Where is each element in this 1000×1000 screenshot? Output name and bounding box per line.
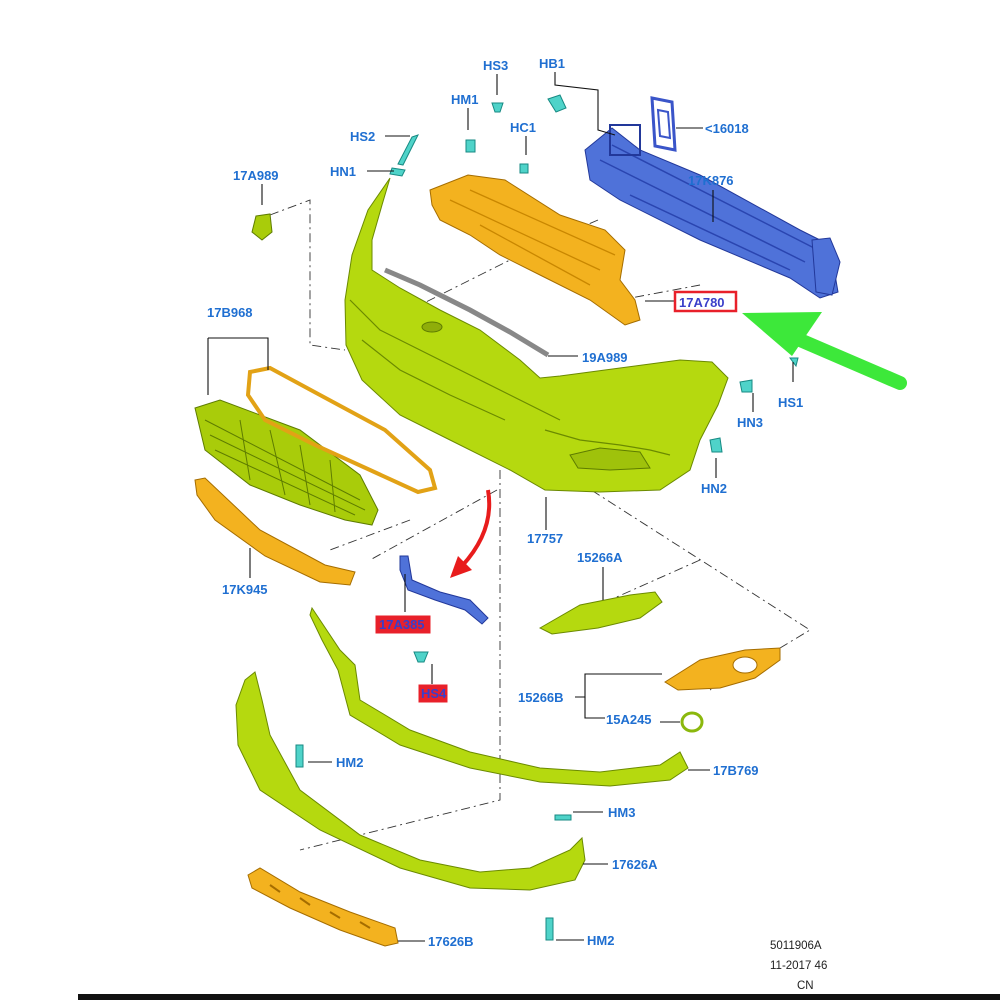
footer-date: 11-2017 46 (770, 960, 827, 972)
footer-code: 5011906A (770, 940, 822, 952)
label-hc1: HC1 (510, 120, 536, 135)
leader-lines (207, 72, 794, 942)
part-labels: HS3 HB1 HM1 HC1 HS2 HN1 <16018 17A989 17… (207, 56, 803, 949)
red-arrow (450, 489, 492, 578)
lower-valance (235, 671, 586, 891)
highlight-box-17a385 (375, 615, 431, 634)
lower-grille (194, 399, 379, 526)
label-hs4: HS4 (421, 686, 447, 701)
label-hm1: HM1 (451, 92, 478, 107)
label-15a245: 15A245 (606, 712, 652, 727)
label-19a989: 19A989 (582, 350, 628, 365)
highlight-box-17a780 (673, 290, 738, 313)
lower-spoiler (309, 606, 689, 787)
label-17a385: 17A385 (379, 617, 425, 632)
bracket-16018 (650, 96, 677, 152)
label-hn1: HN1 (330, 164, 356, 179)
fog-bezel-a (538, 591, 663, 635)
clip-hm3 (554, 814, 572, 821)
label-hs2: HS2 (350, 129, 375, 144)
footer-region: CN (797, 980, 814, 992)
label-hm2-bottom: HM2 (587, 933, 614, 948)
drawing-footer: 5011906A 11-2017 46 CN (770, 940, 827, 992)
label-hs1: HS1 (778, 395, 803, 410)
highlight-box-hs4 (418, 684, 448, 703)
label-17626b: 17626B (428, 934, 474, 949)
label-hs3: HS3 (483, 58, 508, 73)
label-hm2-top: HM2 (336, 755, 363, 770)
clip-hm2-top (295, 744, 304, 768)
fasteners (295, 94, 799, 941)
clip-hs3 (491, 102, 504, 113)
energy-absorber (429, 174, 641, 326)
label-17757: 17757 (527, 531, 563, 546)
bottom-rule (78, 994, 1000, 1000)
fog-ring (680, 711, 704, 733)
grille-frame (245, 365, 438, 495)
clip-hs2 (397, 134, 419, 166)
bumper-beam (584, 124, 841, 299)
label-hn3: HN3 (737, 415, 763, 430)
label-15266a: 15266A (577, 550, 623, 565)
upper-strip (384, 267, 550, 358)
clip-hn1 (389, 167, 406, 177)
lower-garnish (194, 477, 356, 586)
label-17626a: 17626A (612, 857, 658, 872)
part-17a989 (251, 213, 273, 241)
fog-bezel-b (664, 647, 781, 691)
clip-hm2-bottom (545, 917, 554, 941)
clip-hn2 (709, 437, 723, 453)
label-16018: <16018 (705, 121, 749, 136)
skid-plate (247, 867, 399, 947)
label-17b968: 17B968 (207, 305, 253, 320)
label-17b769: 17B769 (713, 763, 759, 778)
clip-hc1 (519, 163, 529, 174)
bumper-cover (344, 177, 729, 493)
clip-hb1 (547, 94, 567, 113)
label-17a780: 17A780 (679, 295, 725, 310)
clip-hs4 (413, 651, 429, 663)
label-hn2: HN2 (701, 481, 727, 496)
label-hm3: HM3 (608, 805, 635, 820)
clip-hn3 (739, 379, 753, 393)
label-17k945: 17K945 (222, 582, 268, 597)
center-bracket (399, 555, 489, 625)
label-15266b: 15266B (518, 690, 564, 705)
green-arrow (742, 312, 907, 390)
label-hb1: HB1 (539, 56, 565, 71)
clip-hs1 (789, 357, 799, 368)
label-17a989: 17A989 (233, 168, 279, 183)
clip-hm1 (465, 139, 476, 153)
label-17k876: 17K876 (688, 173, 734, 188)
